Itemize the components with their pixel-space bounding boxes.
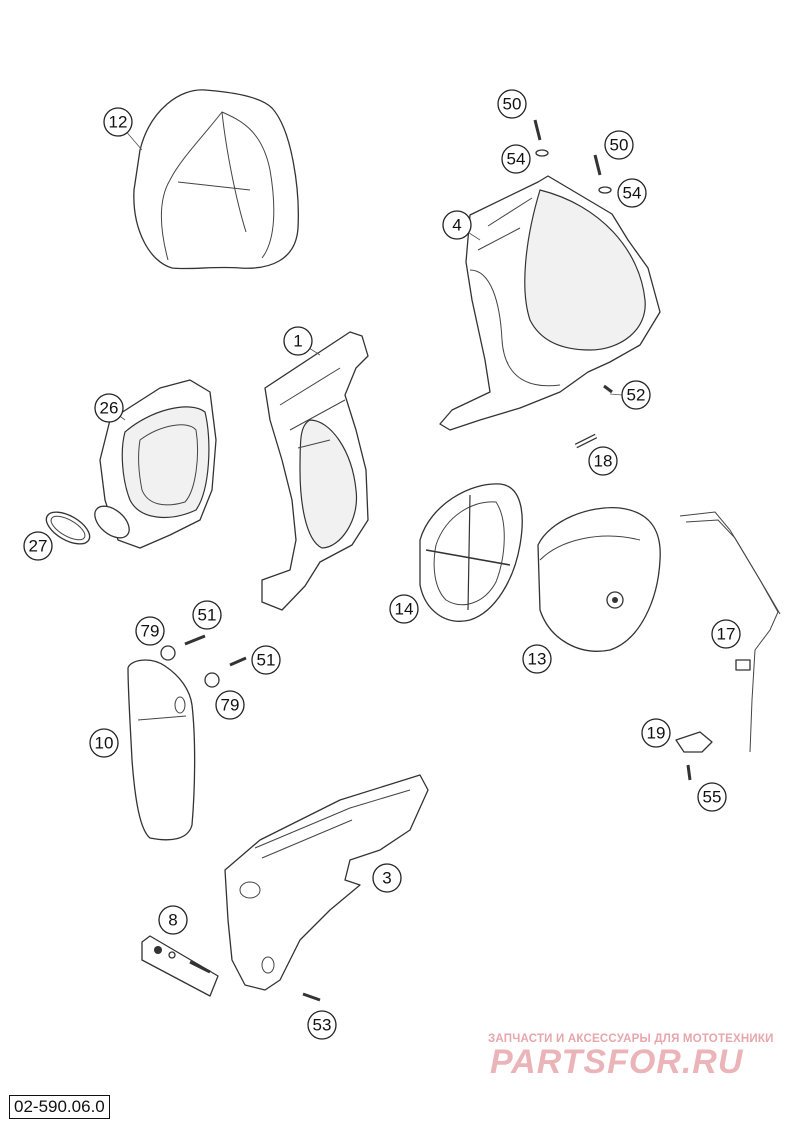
callout-55: 55 — [697, 782, 727, 812]
svg-text:79: 79 — [221, 696, 240, 715]
part-1-filter-support — [261, 331, 369, 611]
callout-52: 52 — [621, 380, 651, 410]
svg-text:1: 1 — [293, 332, 302, 351]
bolt-50-right — [593, 154, 612, 194]
part-27-clamp — [45, 511, 91, 545]
part-14-filter-cage — [419, 483, 523, 622]
part-26-intake-boot — [94, 379, 217, 549]
callout-51-upper: 51 — [192, 600, 222, 630]
screw-53 — [302, 992, 321, 1002]
callout-50-right: 50 — [604, 130, 634, 160]
part-4-airbox — [439, 175, 661, 431]
diagram-code: 02-590.06.0 — [9, 1095, 110, 1119]
callout-14: 14 — [389, 594, 419, 624]
callout-12: 12 — [103, 107, 133, 137]
svg-text:54: 54 — [507, 150, 526, 169]
bolt-50-upper — [533, 119, 549, 157]
callout-26: 26 — [94, 393, 124, 423]
svg-text:18: 18 — [594, 452, 613, 471]
callout-54-right: 54 — [617, 178, 647, 208]
callout-79-lower: 79 — [215, 690, 245, 720]
callout-53: 53 — [307, 1010, 337, 1040]
svg-text:26: 26 — [100, 399, 119, 418]
svg-text:3: 3 — [382, 869, 391, 888]
svg-text:51: 51 — [257, 651, 276, 670]
callout-4: 4 — [442, 210, 472, 240]
svg-text:4: 4 — [452, 216, 461, 235]
svg-text:50: 50 — [503, 95, 522, 114]
callout-18: 18 — [588, 446, 618, 476]
watermark-logo: PARTSFOR.RU — [490, 1043, 744, 1081]
screw-55 — [686, 764, 692, 781]
svg-text:50: 50 — [610, 136, 629, 155]
callout-17: 17 — [711, 619, 741, 649]
callout-79-upper: 79 — [135, 616, 165, 646]
part-12-filter-cover — [133, 89, 299, 270]
svg-text:55: 55 — [703, 788, 722, 807]
callout-51-lower: 51 — [251, 645, 281, 675]
pin-18 — [574, 433, 598, 449]
part-10-side-cover — [127, 659, 196, 841]
part-8-hardware-kit — [141, 935, 219, 997]
callout-13: 13 — [522, 644, 552, 674]
callout-3: 3 — [372, 863, 402, 893]
svg-text:19: 19 — [647, 724, 666, 743]
svg-text:13: 13 — [528, 650, 547, 669]
svg-text:79: 79 — [141, 622, 160, 641]
part-17-breather-rod — [679, 511, 781, 753]
svg-text:52: 52 — [627, 386, 646, 405]
screw-52 — [603, 384, 613, 394]
callout-1: 1 — [283, 326, 313, 356]
callout-8: 8 — [158, 905, 188, 935]
callout-19: 19 — [641, 718, 671, 748]
svg-text:53: 53 — [313, 1016, 332, 1035]
svg-text:14: 14 — [395, 600, 414, 619]
callout-10: 10 — [89, 728, 119, 758]
svg-text:54: 54 — [623, 184, 642, 203]
part-19-bracket — [675, 731, 713, 753]
svg-text:51: 51 — [198, 606, 217, 625]
svg-text:10: 10 — [95, 734, 114, 753]
callout-54-upper: 54 — [501, 144, 531, 174]
svg-text:17: 17 — [717, 625, 736, 644]
callout-50-upper: 50 — [497, 89, 527, 119]
svg-text:8: 8 — [168, 911, 177, 930]
part-13-air-filter — [537, 506, 661, 652]
svg-text:27: 27 — [29, 537, 48, 556]
part-3-side-panel — [224, 774, 429, 991]
hardware-51-79 — [160, 634, 247, 688]
callout-27: 27 — [23, 531, 53, 561]
svg-text:12: 12 — [109, 113, 128, 132]
watermark-caption: ЗАПЧАСТИ И АКСЕССУАРЫ ДЛЯ МОТОТЕХНИКИ — [488, 1033, 774, 1045]
